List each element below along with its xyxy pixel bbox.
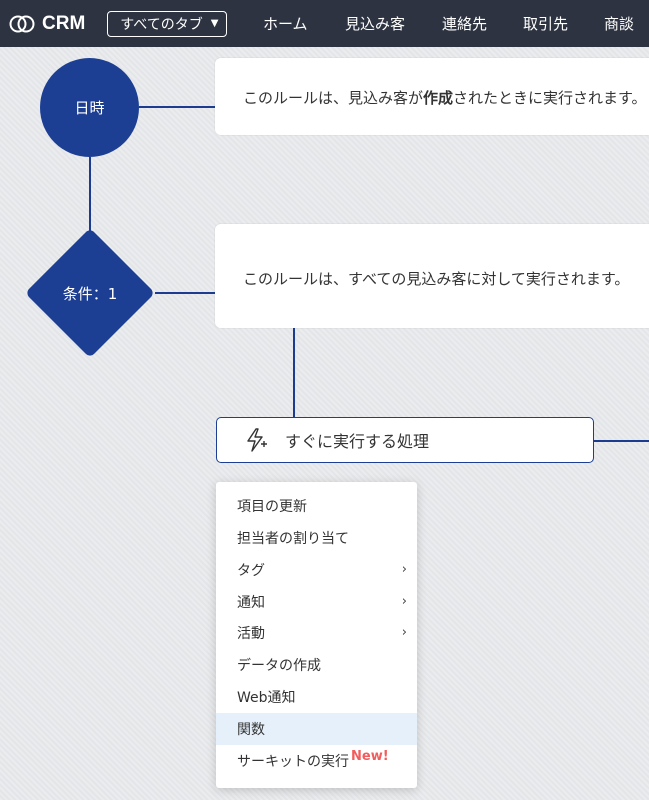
connector-trigger: [139, 106, 216, 108]
all-tabs-label: すべてのタブ: [120, 16, 203, 33]
new-badge: New!: [351, 748, 389, 764]
menu-item-label: タグ: [237, 563, 265, 579]
nav-item-home[interactable]: ホーム: [263, 15, 308, 33]
menu-item-label: 活動: [237, 626, 265, 642]
menu-item-label: 関数: [237, 722, 265, 738]
nav-item-leads[interactable]: 見込み客: [345, 15, 406, 33]
menu-item-update-field[interactable]: 項目の更新: [216, 490, 417, 522]
crm-logo-icon: [9, 15, 35, 32]
connector-action-right: [594, 440, 649, 442]
nav-item-contacts[interactable]: 連絡先: [442, 15, 488, 33]
menu-item-web-notification[interactable]: Web通知: [216, 681, 417, 713]
trigger-node[interactable]: 日時: [40, 58, 139, 157]
chevron-right-icon: ›: [401, 625, 407, 640]
action-menu: 項目の更新 担当者の割り当て タグ › 通知 › 活動 › データの作成 Web…: [216, 482, 417, 788]
trigger-text-bold: 作成: [423, 89, 454, 107]
menu-item-function[interactable]: 関数: [216, 713, 417, 745]
menu-item-run-circuit[interactable]: サーキットの実行 New!: [216, 745, 417, 777]
crm-logo[interactable]: CRM: [8, 13, 85, 35]
menu-item-create-data[interactable]: データの作成: [216, 649, 417, 681]
menu-item-label: 通知: [237, 595, 265, 611]
app-name: CRM: [42, 12, 86, 34]
menu-item-activity[interactable]: 活動 ›: [216, 617, 417, 649]
connector-action: [293, 328, 295, 417]
chevron-right-icon: ›: [401, 562, 407, 577]
trigger-text-post: されたときに実行されます。: [453, 89, 647, 107]
trigger-card[interactable]: このルールは、見込み客が作成されたときに実行されます。: [215, 58, 649, 135]
condition-description: このルールは、すべての見込み客に対して実行されます。: [243, 270, 630, 288]
condition-node-label: 条件：1: [62, 285, 118, 303]
trigger-description: このルールは、見込み客が作成されたときに実行されます。: [243, 87, 647, 108]
trigger-node-label: 日時: [74, 99, 105, 117]
chevron-down-icon: ▼: [210, 18, 219, 29]
nav-item-accounts[interactable]: 取引先: [523, 15, 569, 33]
menu-item-label: 担当者の割り当て: [237, 531, 349, 547]
nav-item-deals[interactable]: 商談: [604, 15, 635, 33]
menu-item-label: 項目の更新: [237, 499, 307, 515]
top-nav-bar: CRM すべてのタブ ▼ ホーム 見込み客 連絡先 取引先 商談: [0, 0, 649, 47]
condition-card[interactable]: このルールは、すべての見込み客に対して実行されます。: [215, 224, 649, 328]
all-tabs-dropdown[interactable]: すべてのタブ ▼: [107, 10, 228, 37]
menu-item-assign-owner[interactable]: 担当者の割り当て: [216, 522, 417, 554]
instant-action-box[interactable]: すぐに実行する処理: [216, 417, 594, 463]
menu-item-tag[interactable]: タグ ›: [216, 554, 417, 586]
menu-item-label: サーキットの実行: [237, 754, 349, 770]
chevron-right-icon: ›: [401, 594, 407, 609]
trigger-text-pre: このルールは、見込み客が: [243, 89, 424, 107]
instant-action-label: すぐに実行する処理: [285, 432, 430, 451]
menu-item-notification[interactable]: 通知 ›: [216, 586, 417, 618]
menu-item-label: データの作成: [237, 658, 321, 674]
menu-item-label: Web通知: [237, 690, 296, 706]
lightning-plus-icon: [247, 428, 267, 452]
connector-vertical: [89, 157, 91, 232]
connector-condition: [155, 292, 216, 294]
